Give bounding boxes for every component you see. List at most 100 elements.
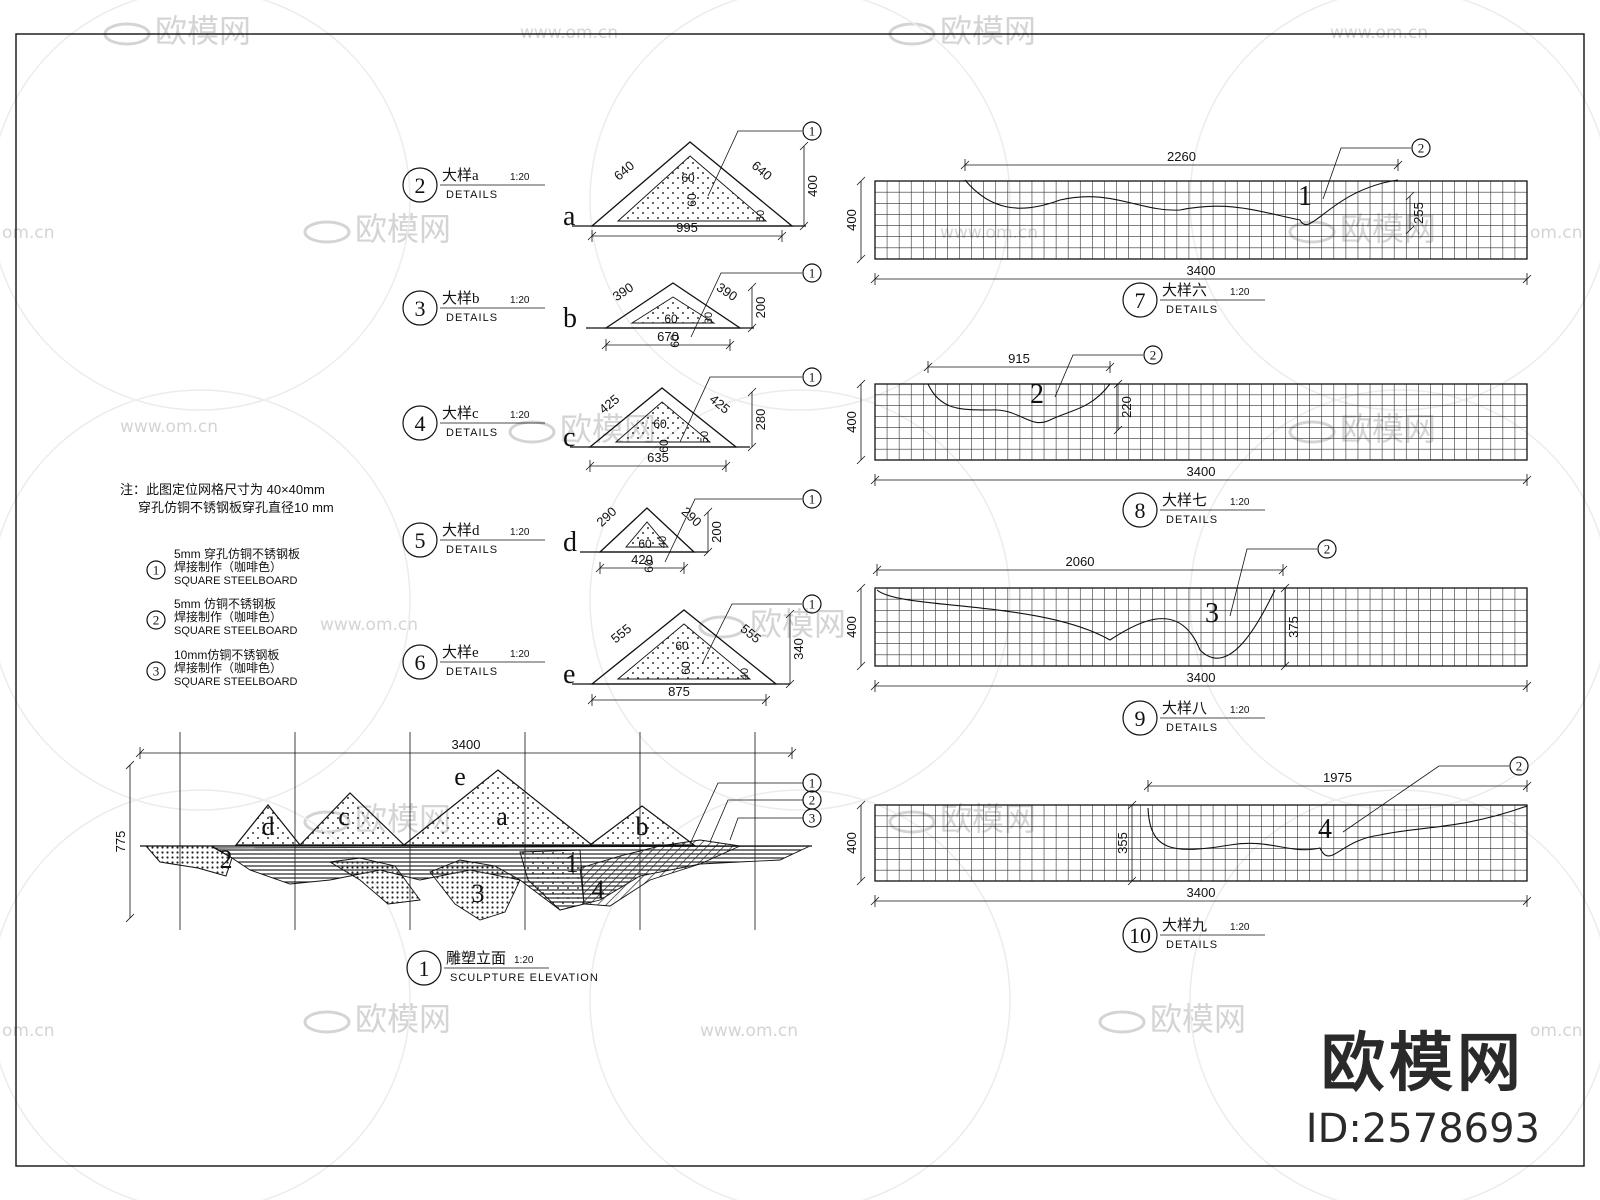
detail-grid-10-title-title: 大样九 — [1162, 917, 1207, 934]
height-dim-value: 200 — [753, 297, 768, 319]
length-dim-value: 3400 — [1187, 263, 1216, 278]
grid-outline — [874, 804, 1528, 882]
height-dim-tick-start — [799, 141, 809, 151]
elevation-callout-1-circle — [802, 773, 822, 793]
callout-leader — [701, 603, 802, 665]
offset-dim-1: 60 — [638, 537, 652, 551]
detail-d-title-circle — [402, 522, 438, 558]
detail-c-title-circle — [402, 405, 438, 441]
height-dim-tick-start — [856, 379, 866, 389]
callout-2-number: 2 — [1324, 542, 1331, 557]
detail-a-title-scale: 1:20 — [510, 172, 530, 183]
elevation-title-title: 雕塑立面 — [446, 950, 506, 967]
height-dim-tick-end — [747, 323, 757, 333]
callout-2-circle — [1317, 539, 1337, 559]
watermark-url-partial: om.cn — [2, 1021, 55, 1041]
triangle-c — [298, 792, 406, 846]
watermark-arc — [1189, 0, 1600, 411]
note-line-1: 注：此图定位网格尺寸为 40×40mm — [120, 482, 325, 497]
height-dim-value: 400 — [844, 616, 859, 638]
legend-item-1-number: 1 — [153, 563, 160, 578]
elevation-width-dim-value: 3400 — [452, 737, 481, 752]
watermark-logo: 欧模网 — [155, 12, 251, 50]
elevation-label: a — [496, 802, 508, 831]
elevation-label: 4 — [592, 875, 605, 904]
span-dim-value: 2060 — [1066, 554, 1095, 569]
detail-d-title-number: 5 — [415, 528, 426, 553]
detail-b-title-subtitle: DETAILS — [446, 312, 498, 324]
edge-dim: 50 — [699, 431, 711, 443]
detail-e-title-number: 6 — [415, 650, 426, 675]
brand-mark: 欧模网 ID:2578693 — [1306, 1032, 1540, 1152]
triangle-outline — [598, 507, 696, 553]
detail-grid-8-title-number: 8 — [1135, 498, 1146, 523]
detail-e-title-subtitle: DETAILS — [446, 666, 498, 678]
height-dim-value: 200 — [709, 521, 724, 543]
elevation-label: 1 — [566, 849, 579, 878]
perforated-panel — [616, 155, 768, 222]
callout-1-number: 1 — [809, 597, 816, 612]
watermark-arc — [1189, 389, 1600, 811]
shape-number: 4 — [1318, 814, 1332, 845]
detail-b-title-number: 3 — [415, 296, 426, 321]
callout-2-circle — [1143, 345, 1163, 365]
perforated-panel — [616, 623, 752, 680]
callout-1-circle — [802, 594, 822, 614]
watermark-logo: 欧模网 — [940, 12, 1036, 50]
elevation-title-number: 1 — [419, 956, 430, 981]
triangle-a — [402, 769, 594, 846]
detail-e-title-scale: 1:20 — [510, 649, 530, 660]
elevation-height-dim-value: 775 — [113, 831, 128, 853]
detail-grid-9-title-circle — [1122, 700, 1158, 736]
offset-dim-1: 60 — [664, 312, 678, 326]
callout-leader — [1054, 354, 1143, 398]
detail-d-title-title: 大样d — [442, 522, 480, 539]
rise-dim-tick-end — [1113, 425, 1123, 435]
height-dim-tick-start — [856, 583, 866, 593]
elevation-label: b — [636, 812, 649, 841]
watermark-url-partial: om.cn — [1530, 1021, 1583, 1041]
height-dim-tick-end — [785, 679, 795, 689]
elevation-callout-3-circle — [802, 808, 822, 828]
watermark-arc — [0, 789, 411, 1200]
legend-english: SQUARE STEELBOARD — [174, 625, 298, 637]
callout-1-circle — [802, 263, 822, 283]
height-dim-value: 400 — [844, 832, 859, 854]
callout-1-number: 1 — [809, 492, 816, 507]
detail-letter: c — [563, 422, 575, 453]
side-length-left: 555 — [608, 621, 634, 646]
detail-grid-9-title-number: 9 — [1135, 706, 1146, 731]
detail-letter: b — [563, 303, 577, 334]
grid-outline — [874, 180, 1528, 260]
perforated-panel — [630, 296, 716, 324]
length-dim-value: 3400 — [1187, 885, 1216, 900]
callout-1-circle — [802, 367, 822, 387]
rise-dim-value: 255 — [1411, 202, 1426, 224]
height-dim-tick-start — [856, 176, 866, 186]
span-dim-value: 2260 — [1167, 149, 1196, 164]
elevation-label: d — [262, 812, 275, 841]
legend-material: 5mm 穿孔仿铜不锈钢板 — [174, 546, 300, 561]
detail-a-title-number: 2 — [415, 173, 426, 198]
side-length-left: 640 — [611, 158, 637, 184]
watermark-logo-icon — [1288, 220, 1336, 244]
edge-dim: 50 — [755, 210, 767, 222]
brand-name: 欧模网 — [1320, 1027, 1525, 1101]
detail-e-title-title: 大样e — [442, 644, 479, 661]
triangle-outline — [590, 609, 778, 685]
detail-a-title-subtitle: DETAILS — [446, 189, 498, 201]
detail-a-title-circle — [402, 167, 438, 203]
elevation-callout-leader — [729, 817, 803, 841]
detail-c-title-number: 4 — [415, 411, 426, 436]
base-dim-value: 635 — [647, 450, 669, 465]
detail-grid-10-title-number: 10 — [1129, 923, 1151, 948]
height-dim-tick-start — [785, 609, 795, 619]
base-dim-value: 995 — [676, 220, 698, 235]
